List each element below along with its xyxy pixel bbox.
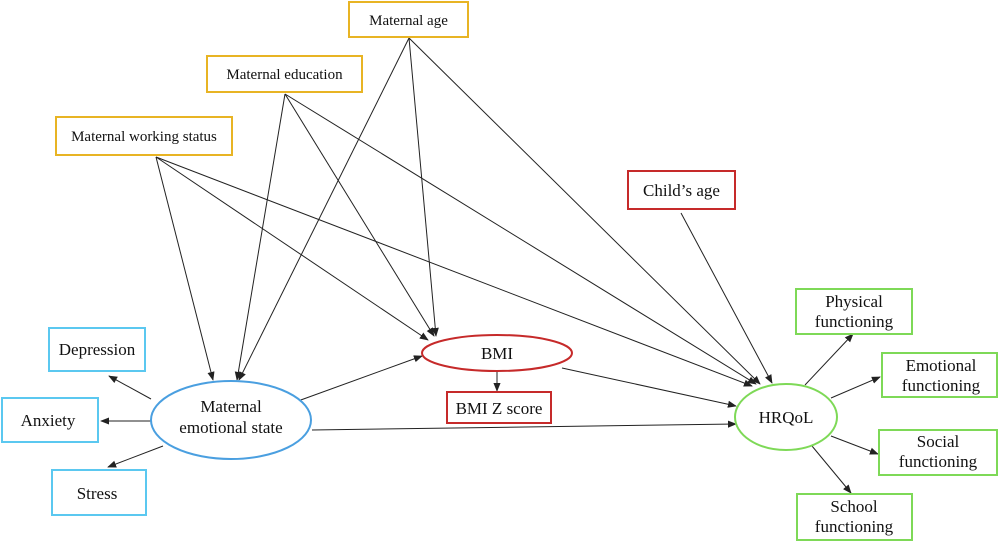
maternal-emotional-state-node: Maternal emotional state <box>150 380 312 460</box>
maternal-emotional-state-label-line1: Maternal <box>200 397 262 416</box>
school-functioning-node: School functioning <box>796 493 913 541</box>
bmi-z-score-box <box>446 391 552 424</box>
emotional-functioning-node: Emotional functioning <box>881 352 998 398</box>
stress-node: Stress <box>51 469 147 516</box>
maternal-working-status-label: Maternal working status <box>71 129 217 145</box>
edge-maternal-education-to-bmi <box>284 93 435 337</box>
emotional-functioning-label-line2: functioning <box>902 376 981 395</box>
childs-age-node: Child’s age <box>627 170 736 210</box>
maternal-education-label: Maternal education <box>226 67 343 83</box>
childs-age-box <box>627 170 736 210</box>
stress-label: Stress <box>77 484 118 503</box>
bmi-label: BMI <box>481 344 513 363</box>
social-functioning-label-line1: Social <box>917 432 960 451</box>
edge-maternal-working-status-to-bmi <box>155 156 429 341</box>
anxiety-box <box>1 397 99 443</box>
edge-maternal-emotional-state-to-stress <box>107 445 164 468</box>
bmi-node: BMI <box>421 334 573 372</box>
maternal-working-status-node: Maternal working status <box>55 116 233 156</box>
bmi-z-score-label: BMI Z score <box>456 399 543 418</box>
social-functioning-box <box>878 429 998 476</box>
edge-maternal-emotional-state-to-depression <box>108 375 152 400</box>
school-functioning-box <box>796 493 913 541</box>
depression-box <box>48 327 146 372</box>
maternal-age-node: Maternal age <box>348 1 469 38</box>
hrqol-label: HRQoL <box>759 408 814 427</box>
anxiety-node: Anxiety <box>1 397 99 443</box>
stress-box <box>51 469 147 516</box>
maternal-age-box <box>348 1 469 38</box>
edge-maternal-age-to-hrqol <box>408 37 761 385</box>
physical-functioning-box <box>795 288 913 335</box>
edge-maternal-emotional-state-to-hrqol <box>311 420 737 431</box>
school-functioning-label-line1: School <box>830 497 878 516</box>
edge-maternal-working-status-to-hrqol <box>155 156 753 387</box>
edge-maternal-emotional-state-to-bmi <box>297 355 423 402</box>
edge-hrqol-to-physical-functioning <box>804 333 854 386</box>
social-functioning-node: Social functioning <box>878 429 998 476</box>
edge-hrqol-to-social-functioning <box>830 435 879 455</box>
emotional-functioning-label-line1: Emotional <box>906 356 977 375</box>
bmi-z-score-node: BMI Z score <box>446 391 552 424</box>
edges <box>100 37 881 494</box>
depression-label: Depression <box>59 340 136 359</box>
maternal-age-label: Maternal age <box>369 13 448 29</box>
bmi-ellipse <box>421 334 573 372</box>
childs-age-label: Child’s age <box>643 181 720 200</box>
anxiety-label: Anxiety <box>21 411 76 430</box>
edge-maternal-working-status-to-maternal-emotional-state <box>155 156 215 381</box>
edge-maternal-education-to-maternal-emotional-state <box>234 93 286 381</box>
depression-node: Depression <box>48 327 146 372</box>
emotional-functioning-box <box>881 352 998 398</box>
maternal-emotional-state-ellipse <box>150 380 312 460</box>
maternal-working-status-box <box>55 116 233 156</box>
hrqol-node: HRQoL <box>734 383 838 451</box>
edge-maternal-age-to-bmi <box>408 37 439 337</box>
maternal-emotional-state-label-line2: emotional state <box>179 418 282 437</box>
maternal-education-node: Maternal education <box>206 55 363 93</box>
physical-functioning-label-line1: Physical <box>825 292 883 311</box>
school-functioning-label-line2: functioning <box>815 517 894 536</box>
edge-maternal-age-to-maternal-emotional-state <box>238 37 410 381</box>
edge-maternal-education-to-hrqol <box>284 93 757 385</box>
physical-functioning-label-line2: functioning <box>815 312 894 331</box>
physical-functioning-node: Physical functioning <box>795 288 913 335</box>
edge-hrqol-to-emotional-functioning <box>830 376 881 399</box>
edge-childs-age-to-hrqol <box>680 212 773 384</box>
hrqol-ellipse <box>734 383 838 451</box>
edge-bmi-to-hrqol <box>561 367 737 408</box>
edge-hrqol-to-school-functioning <box>811 445 852 494</box>
maternal-education-box <box>206 55 363 93</box>
social-functioning-label-line2: functioning <box>899 452 978 471</box>
